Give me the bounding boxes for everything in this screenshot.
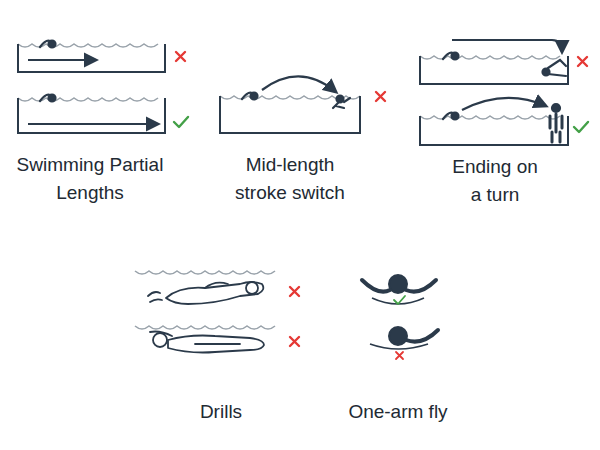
pool-walls <box>18 44 568 145</box>
swimmers <box>40 41 566 143</box>
wave-line <box>420 56 560 59</box>
wave-line <box>135 271 275 274</box>
correct-marks <box>174 117 588 304</box>
caption-label: Swimming Partial Lengths <box>10 151 170 207</box>
caption-label: Mid-length stroke switch <box>224 151 356 207</box>
caption-label: One-arm fly <box>328 398 468 426</box>
one-arm-fly-figures <box>362 275 438 349</box>
caption-label: Drills <box>161 398 281 426</box>
swim-arrows <box>28 40 562 124</box>
wrong-marks <box>176 52 587 359</box>
caption-label: Ending on a turn <box>447 153 543 209</box>
drill-swimmers <box>148 282 264 353</box>
wave-line <box>420 116 560 119</box>
wave-line <box>135 326 275 329</box>
